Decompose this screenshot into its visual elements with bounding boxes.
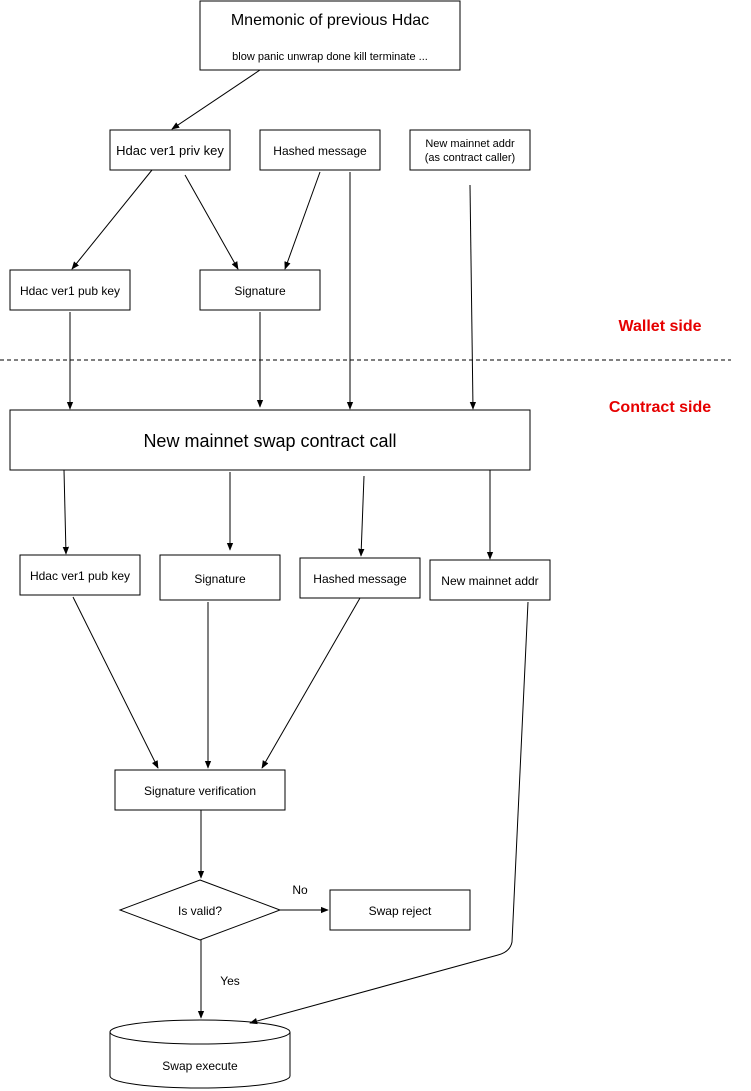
hashed-message-bottom-label: Hashed message — [313, 572, 407, 586]
is-valid-label: Is valid? — [178, 904, 222, 918]
mnemonic-words: blow panic unwrap done kill terminate ..… — [232, 51, 428, 63]
mnemonic-title: Mnemonic of previous Hdac — [231, 12, 429, 29]
edge-mnemonic-to-priv-key — [171, 69, 261, 130]
node-contract-call: New mainnet swap contract call — [9, 409, 531, 471]
edge-label-no: No — [292, 883, 308, 897]
signature-bottom-label: Signature — [194, 572, 246, 586]
node-new-addr-bottom: New mainnet addr — [429, 559, 551, 601]
edge-hashed-message-to-signature — [284, 171, 321, 270]
edge-priv-key-to-signature — [184, 174, 239, 270]
node-swap-execute: Swap execute — [109, 1019, 291, 1089]
edges — [62, 69, 529, 1025]
edge-new-addr-to-contract — [469, 184, 477, 410]
node-pub-key-bottom: Hdac ver1 pub key — [19, 554, 141, 596]
wallet-side-label: Wallet side — [619, 318, 702, 335]
edge-contract-to-hashed-message — [358, 475, 365, 557]
edge-label-yes: Yes — [220, 974, 240, 988]
edge-contract-to-pub-key — [62, 469, 70, 555]
signature-top-label: Signature — [234, 284, 286, 298]
contract-call-label: New mainnet swap contract call — [143, 431, 396, 451]
pub-key-bottom-label: Hdac ver1 pub key — [30, 569, 130, 583]
edge-pub-key-to-verification — [72, 596, 159, 769]
node-signature-top: Signature — [199, 269, 321, 311]
pub-key-top-label: Hdac ver1 pub key — [20, 284, 120, 298]
node-pub-key-top: Hdac ver1 pub key — [9, 269, 131, 311]
node-mnemonic: Mnemonic of previous Hdac blow panic unw… — [199, 0, 461, 71]
signature-verification-label: Signature verification — [144, 784, 256, 798]
node-signature-bottom: Signature — [159, 554, 281, 601]
node-is-valid: Is valid? — [118, 879, 282, 941]
node-hashed-message-top: Hashed message — [259, 129, 381, 171]
new-addr-bottom-label: New mainnet addr — [441, 574, 538, 588]
hashed-message-top-label: Hashed message — [273, 144, 367, 158]
node-priv-key: Hdac ver1 priv key — [109, 129, 231, 171]
node-swap-reject: Swap reject — [329, 889, 471, 931]
priv-key-label: Hdac ver1 priv key — [116, 143, 224, 158]
swap-execute-label: Swap execute — [162, 1059, 238, 1073]
edge-hashed-message-to-verification — [261, 597, 361, 769]
edge-priv-key-to-pub-key — [71, 169, 153, 270]
node-hashed-message-bottom: Hashed message — [299, 557, 421, 599]
contract-side-label: Contract side — [609, 399, 711, 416]
node-new-addr-top: New mainnet addr (as contract caller) — [409, 129, 531, 171]
new-addr-top-line2: (as contract caller) — [425, 152, 515, 164]
edge-new-addr-to-swap-execute — [249, 601, 529, 1025]
node-signature-verification: Signature verification — [114, 769, 286, 811]
new-addr-top-line1: New mainnet addr — [425, 138, 515, 150]
swap-reject-label: Swap reject — [369, 904, 432, 918]
